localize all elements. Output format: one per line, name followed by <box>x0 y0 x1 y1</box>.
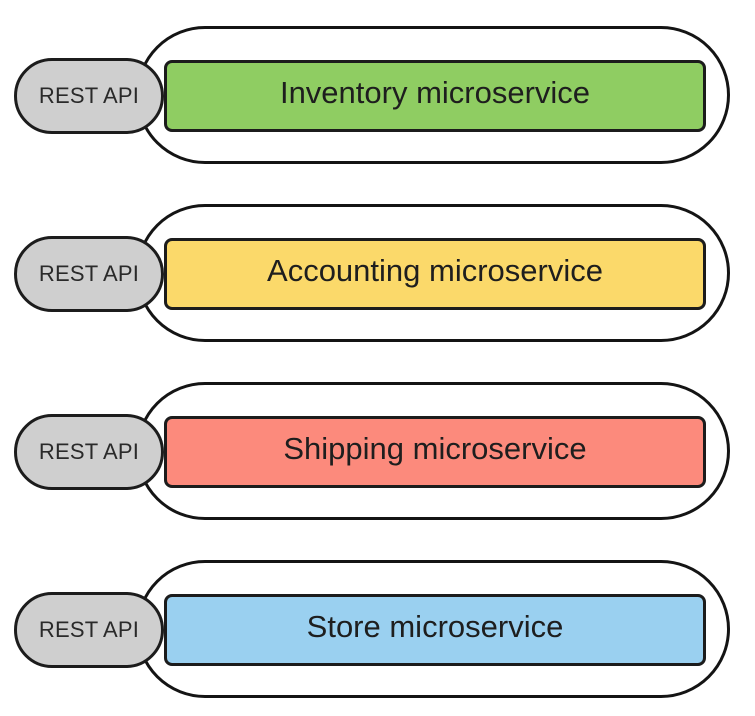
store-microservice-label: Store microservice <box>306 609 564 644</box>
inventory-microservice-label: Inventory microservice <box>279 75 591 110</box>
accounting-microservice-box: Accounting microservice <box>164 238 706 310</box>
accounting-service-group: REST API Accounting microservice <box>0 200 755 350</box>
rest-api-label: REST API <box>38 439 140 464</box>
rest-api-label: REST API <box>38 617 140 642</box>
rest-api-endpoint: REST API <box>14 592 164 668</box>
shipping-microservice-box: Shipping microservice <box>164 416 706 488</box>
accounting-microservice-label: Accounting microservice <box>267 253 603 288</box>
rest-api-endpoint: REST API <box>14 414 164 490</box>
inventory-service-group: REST API Inventory microservice <box>0 22 755 172</box>
inventory-microservice-box: Inventory microservice <box>164 60 706 132</box>
rest-api-label: REST API <box>38 83 140 108</box>
rest-api-endpoint: REST API <box>14 236 164 312</box>
store-microservice-box: Store microservice <box>164 594 706 666</box>
rest-api-label: REST API <box>38 261 140 286</box>
shipping-microservice-label: Shipping microservice <box>283 431 587 466</box>
shipping-service-group: REST API Shipping microservice <box>0 378 755 528</box>
rest-api-endpoint: REST API <box>14 58 164 134</box>
store-service-group: REST API Store microservice <box>0 556 755 706</box>
